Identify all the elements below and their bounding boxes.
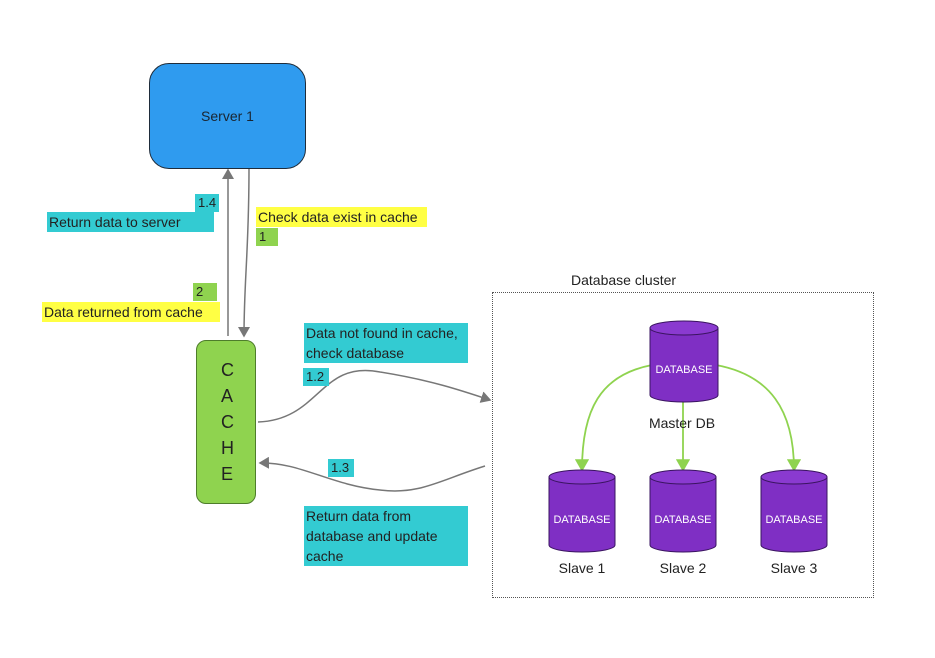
arrow-master-to-slave-3 [715,364,802,472]
slave-3-cylinder [760,469,828,553]
step-1-2-text: Data not found in cache, check database [304,323,468,363]
step-1-2-number: 1.2 [303,368,329,386]
arrow-master-to-slave-1 [574,364,653,472]
step-1-4-number: 1.4 [195,194,219,212]
master-db-text: DATABASE [655,364,712,376]
server-label: Server 1 [201,108,254,124]
cache-node: CACHE [196,340,256,504]
step-1-4-text: Return data to server [47,212,214,232]
database-cluster-box [492,292,874,598]
master-db-cylinder [649,320,719,403]
arrow-database-to-cache [258,456,486,492]
slave-2-cylinder [649,469,717,553]
step-1-number: 1 [256,228,278,246]
cache-label: CACHE [221,360,236,484]
arrow-cache-to-database [257,369,492,423]
slave-1-cylinder [548,469,616,553]
slave-1-db-text: DATABASE [553,514,610,526]
slave-1-caption: Slave 1 [558,560,606,576]
step-1-3-number: 1.3 [328,459,354,477]
slave-2-db-text: DATABASE [654,514,711,526]
database-cluster-title: Database cluster [571,272,677,288]
server-node: Server 1 [149,63,306,169]
arrow-server-to-cache [238,167,251,338]
step-2-text: Data returned from cache [42,302,220,322]
step-1-text: Check data exist in cache [256,207,427,227]
slave-3-caption: Slave 3 [770,560,818,576]
slave-3-db-text: DATABASE [765,514,822,526]
step-1-3-text: Return data from database and update cac… [304,506,468,566]
master-db-caption: Master DB [648,415,716,431]
step-2-number: 2 [193,283,217,301]
slave-2-caption: Slave 2 [659,560,707,576]
